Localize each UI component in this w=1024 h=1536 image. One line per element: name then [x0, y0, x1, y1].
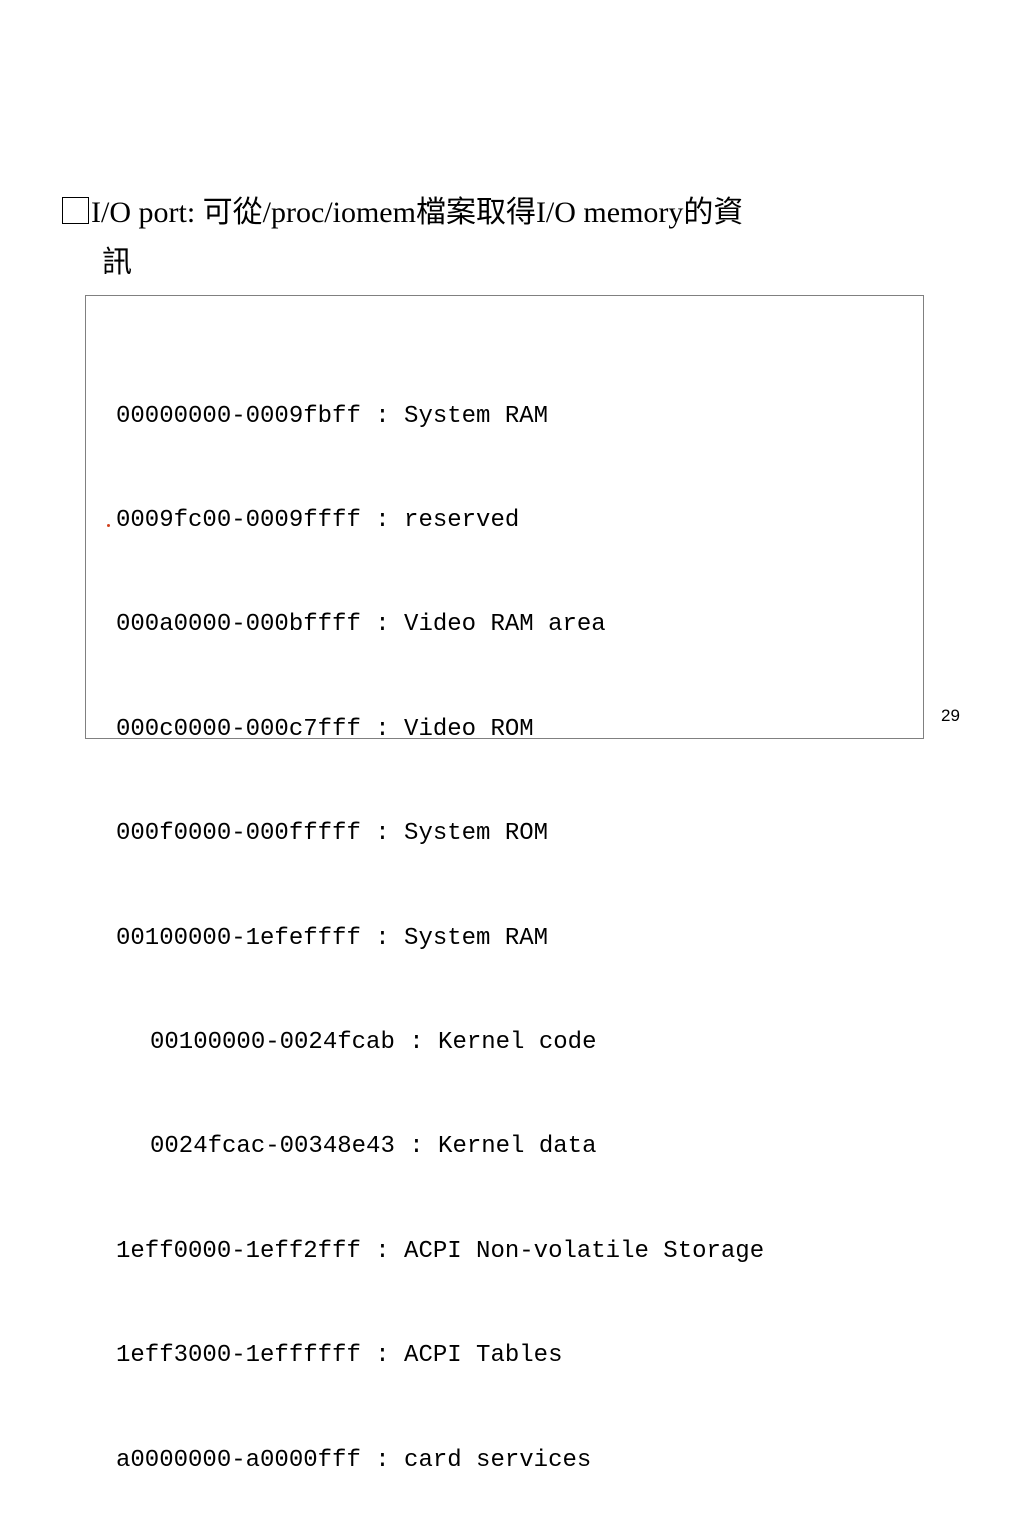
iomem-line: 1eff3000-1effffff : ACPI Tables — [116, 1342, 563, 1370]
iomem-line-indented: 0024fcac-00348e43 : Kernel data — [150, 1133, 597, 1161]
iomem-output-panel: 00000000-0009fbff : System RAM 0009fc00-… — [85, 295, 924, 1474]
page-number: 29 — [941, 706, 960, 725]
square-bullet-icon — [62, 197, 89, 224]
bullet-text: I/O port: 可從/proc/iomem檔案取得I/O memory的資 — [91, 196, 744, 229]
iomem-line: 000c0000-000c7fff : Video ROM — [116, 715, 534, 743]
iomem-line: a0000000-a0000fff : card services — [116, 1446, 592, 1474]
iomem-line: 0009fc00-0009ffff : reserved — [116, 506, 520, 534]
iomem-line: 000a0000-000bffff : Video RAM area — [116, 611, 606, 639]
iomem-line-indented: 00100000-0024fcab : Kernel code — [150, 1028, 597, 1056]
iomem-line: 00100000-1efeffff : System RAM — [116, 924, 549, 952]
iomem-line: 00000000-0009fbff : System RAM — [116, 402, 549, 430]
iomem-line: 000f0000-000fffff : System ROM — [116, 820, 549, 848]
bullet-line-1: I/O port: 可從/proc/iomem檔案取得I/O memory的資 — [62, 188, 982, 238]
bullet-text-block: I/O port: 可從/proc/iomem檔案取得I/O memory的資 … — [62, 188, 982, 288]
iomem-line: 1eff0000-1eff2fff : ACPI Non-volatile St… — [116, 1237, 765, 1265]
bullet-line-2: 訊 — [102, 246, 136, 279]
iomem-lines: 00000000-0009fbff : System RAM 0009fc00-… — [116, 330, 764, 1536]
marker-dot — [107, 524, 110, 527]
